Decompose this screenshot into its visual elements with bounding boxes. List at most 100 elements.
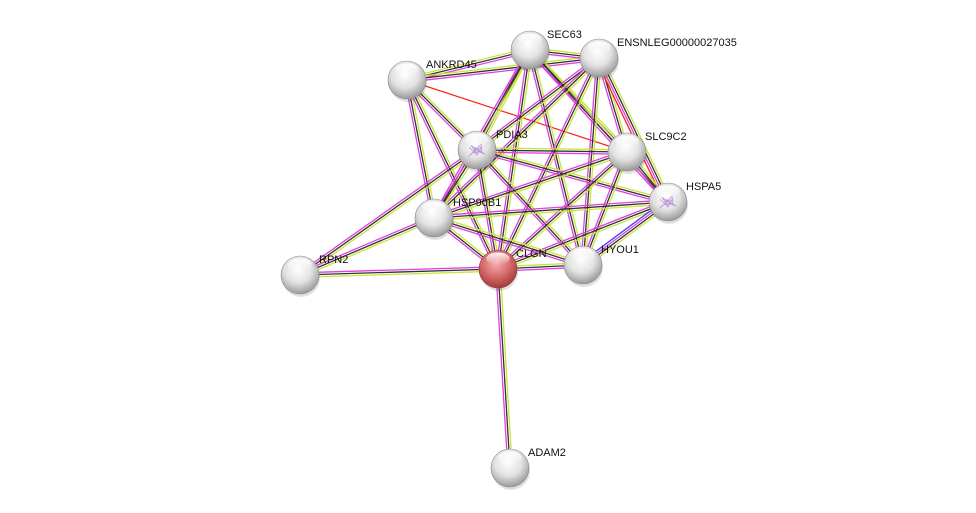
edge-hspa5-hsp90b1[interactable]: [433, 199, 669, 221]
node-label: CLGN: [516, 248, 547, 260]
edge-line-coexpression: [299, 268, 499, 276]
edge-line-experiments: [580, 57, 598, 265]
edge-line-textmining: [300, 151, 479, 278]
node-label: SLC9C2: [645, 131, 687, 143]
edge-line-textmining: [406, 47, 530, 79]
node-label: RPN2: [319, 254, 348, 266]
edge-clgn-rpn2[interactable]: [299, 266, 499, 278]
edge-line-experiments: [475, 55, 599, 149]
node-highlight: [395, 63, 419, 76]
edge-pdia3-clgn[interactable]: [474, 149, 501, 270]
edge-line-coexpression: [433, 201, 669, 219]
node-ensnleg00000027035[interactable]: ENSNLEG00000027035: [579, 37, 737, 80]
protein-structure-icon: [468, 143, 486, 157]
node-ankrd45[interactable]: ANKRD45: [387, 59, 477, 102]
edge-line-experiments: [298, 215, 434, 274]
edge-line-experiments: [404, 80, 497, 271]
edge-ankrd45-ensnleg00000027035[interactable]: [406, 55, 600, 83]
edge-line-textmining: [477, 59, 601, 153]
edge-ensnleg00000027035-pdia3[interactable]: [475, 55, 601, 153]
edge-line-textmining: [434, 215, 584, 264]
node-slc9c2[interactable]: SLC9C2: [607, 131, 687, 174]
edge-ankrd45-clgn[interactable]: [404, 78, 501, 271]
edge-line-experiments: [527, 51, 667, 204]
node-highlight: [288, 258, 312, 271]
edge-line-experiments: [495, 269, 509, 469]
edge-line-coexpression: [433, 217, 584, 266]
node-label: SEC63: [547, 29, 582, 41]
node-hsp90b1[interactable]: HSP90B1: [414, 197, 501, 240]
edge-pdia3-rpn2[interactable]: [298, 147, 479, 278]
edge-line-textmining: [499, 268, 513, 468]
edge-line-coexpression: [476, 149, 628, 153]
node-highlight: [518, 33, 542, 46]
edge-hsp90b1-rpn2[interactable]: [298, 215, 436, 278]
edge-line-experiments: [298, 147, 477, 274]
edge-line-coexpression: [497, 201, 669, 270]
edge-line-coexpression: [433, 57, 600, 219]
edge-ensnleg00000027035-hspa5[interactable]: [595, 56, 672, 204]
node-hspa5[interactable]: HSPA5: [648, 181, 721, 224]
edge-line-coexpression: [476, 149, 669, 203]
edge-slc9c2-hsp90b1[interactable]: [433, 149, 628, 221]
edge-line-textmining: [300, 219, 436, 278]
node-highlight: [465, 133, 489, 146]
edge-line-coexpression: [476, 149, 499, 270]
edge-line-textmining: [478, 149, 501, 269]
edge-line-coexpression: [299, 149, 478, 276]
node-label: HSPA5: [686, 181, 721, 193]
edge-line-experiments: [496, 199, 668, 268]
edge-line-textmining: [601, 56, 672, 201]
edge-line-textmining: [434, 203, 669, 221]
edge-line-experiments: [476, 151, 627, 155]
edge-pdia3-slc9c2[interactable]: [476, 147, 628, 155]
node-rpn2[interactable]: RPN2: [280, 254, 348, 297]
node-pdia3[interactable]: PDIA3: [457, 129, 528, 172]
edge-ensnleg00000027035-clgn[interactable]: [495, 56, 602, 271]
node-label: ANKRD45: [426, 59, 477, 71]
edge-line-experiments: [432, 55, 598, 217]
edge-line-experiments: [433, 219, 583, 268]
edge-clgn-adam2[interactable]: [495, 268, 513, 469]
edge-ankrd45-hsp90b1[interactable]: [404, 79, 437, 219]
edge-line-experiments: [580, 150, 626, 265]
edge-line-experiments: [433, 199, 668, 217]
node-label: HSP90B1: [453, 197, 501, 209]
edge-hsp90b1-hyou1[interactable]: [433, 215, 584, 268]
edge-line-textmining: [477, 147, 628, 151]
edge-line-textmining: [499, 50, 533, 270]
node-hyou1[interactable]: HYOU1: [563, 244, 639, 287]
edge-hspa5-clgn[interactable]: [496, 199, 670, 272]
node-highlight: [498, 451, 522, 464]
edge-line-coexpression: [406, 57, 600, 81]
edge-line-fusion: [595, 59, 666, 204]
node-adam2[interactable]: ADAM2: [490, 447, 566, 490]
edge-line-coexpression: [433, 151, 628, 219]
edge-line-experiments: [474, 150, 497, 270]
edge-line-coexpression: [497, 268, 511, 469]
edge-line-coexpression: [476, 57, 600, 151]
edge-sec63-hyou1[interactable]: [527, 49, 586, 266]
edge-line-textmining: [434, 153, 628, 221]
edge-line-coexpression: [497, 151, 628, 270]
edge-line-textmining: [584, 152, 630, 267]
edge-line-experiments: [404, 80, 433, 219]
node-sec63[interactable]: SEC63: [510, 29, 582, 72]
edge-line-coexpression: [497, 57, 600, 270]
edge-line-coexpression: [406, 79, 435, 219]
edge-line-experiments: [476, 151, 668, 205]
edge-line-textmining: [477, 147, 669, 201]
node-label: ENSNLEG00000027035: [617, 37, 737, 49]
node-clgn[interactable]: CLGN: [478, 248, 547, 291]
edge-pdia3-hspa5[interactable]: [476, 147, 669, 205]
edge-ensnleg00000027035-hsp90b1[interactable]: [432, 55, 601, 221]
edge-line-textmining: [408, 79, 437, 218]
edge-line-experiments: [495, 56, 598, 269]
edge-line-experiments: [597, 58, 668, 203]
node-label: PDIA3: [496, 129, 528, 141]
node-highlight: [656, 185, 680, 198]
edge-line-textmining: [531, 49, 586, 265]
node-label: HYOU1: [601, 244, 639, 256]
edge-line-experiments: [299, 266, 498, 274]
edge-line-coexpression: [529, 49, 584, 266]
